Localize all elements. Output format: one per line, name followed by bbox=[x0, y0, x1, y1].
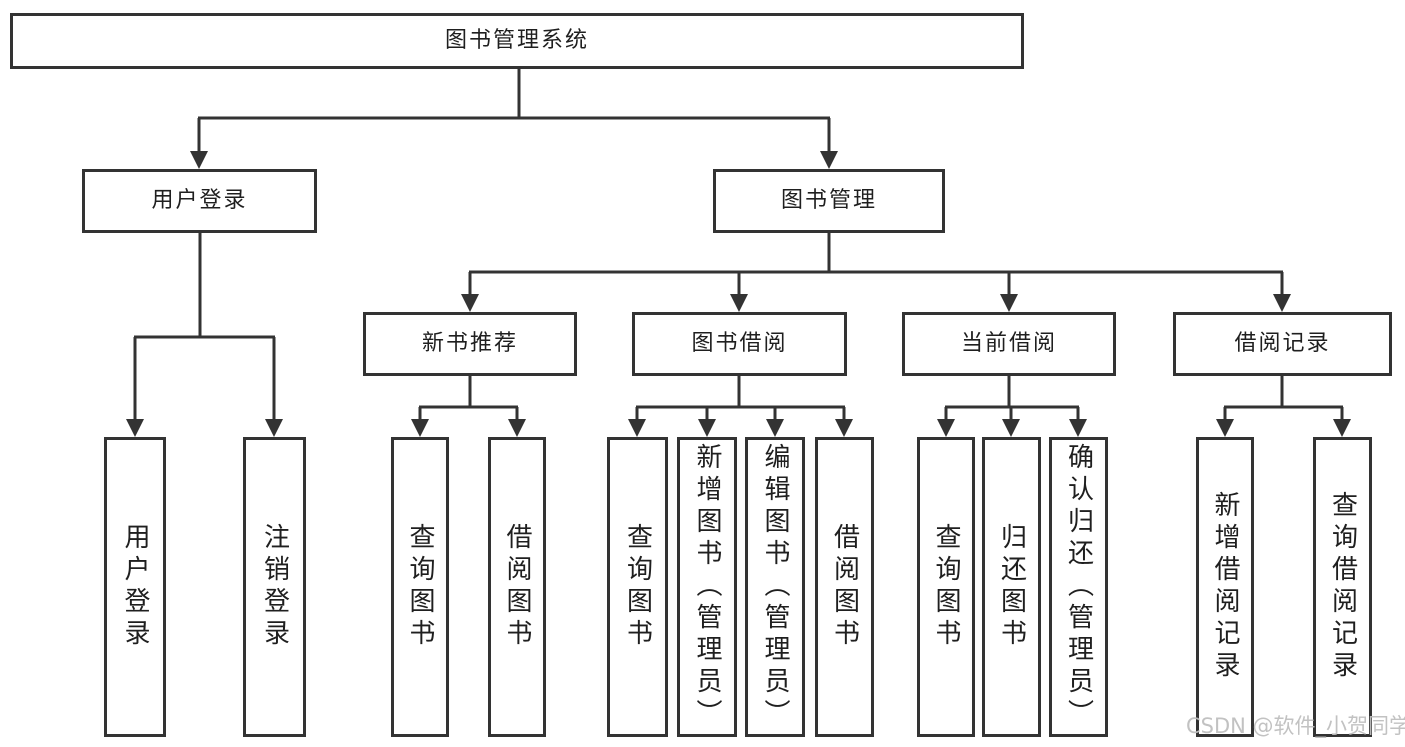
leaf-add-book-admin-label: 新增图书（管理员） bbox=[692, 443, 722, 731]
leaf-confirm-return-admin-label: 确认归还（管理员） bbox=[1063, 443, 1094, 731]
leaf-query-books-borrow-label: 查询图书 bbox=[622, 523, 653, 651]
arrowhead bbox=[1333, 419, 1351, 437]
leaf-logout: 注销登录 bbox=[243, 437, 306, 737]
arrowhead bbox=[698, 419, 716, 437]
arrowhead bbox=[126, 419, 144, 437]
node-user-login-label: 用户登录 bbox=[151, 188, 248, 213]
leaf-user-login-label: 用户登录 bbox=[120, 523, 150, 651]
leaf-add-borrow-record-label: 新增借阅记录 bbox=[1210, 491, 1240, 683]
arrowhead bbox=[730, 294, 748, 312]
leaf-confirm-return-admin: 确认归还（管理员） bbox=[1049, 437, 1108, 737]
arrowhead bbox=[1069, 419, 1087, 437]
arrowhead bbox=[461, 294, 479, 312]
node-root-label: 图书管理系统 bbox=[444, 28, 589, 53]
arrowhead bbox=[190, 151, 208, 169]
leaf-logout-label: 注销登录 bbox=[259, 523, 290, 651]
node-user-login: 用户登录 bbox=[82, 169, 317, 233]
node-book-management-label: 图书管理 bbox=[780, 188, 877, 213]
leaf-borrow-books-label: 借阅图书 bbox=[829, 523, 860, 651]
node-book-borrow: 图书借阅 bbox=[632, 312, 847, 376]
node-borrow-records: 借阅记录 bbox=[1173, 312, 1392, 376]
leaf-query-books-current: 查询图书 bbox=[917, 437, 975, 737]
node-borrow-records-label: 借阅记录 bbox=[1234, 331, 1331, 356]
node-current-borrow: 当前借阅 bbox=[902, 312, 1116, 376]
node-book-management: 图书管理 bbox=[713, 169, 945, 233]
leaf-return-book: 归还图书 bbox=[982, 437, 1041, 737]
leaf-add-book-admin: 新增图书（管理员） bbox=[677, 437, 737, 737]
leaf-query-books-current-label: 查询图书 bbox=[931, 523, 961, 651]
arrowhead bbox=[1273, 294, 1291, 312]
node-current-borrow-label: 当前借阅 bbox=[960, 331, 1057, 356]
leaf-query-books-recommend-label: 查询图书 bbox=[405, 523, 435, 651]
leaf-edit-book-admin: 编辑图书（管理员） bbox=[745, 437, 805, 737]
arrowhead bbox=[411, 419, 429, 437]
leaf-add-borrow-record: 新增借阅记录 bbox=[1196, 437, 1254, 737]
watermark: CSDN @软件_小贺同学 bbox=[1186, 714, 1405, 738]
leaf-user-login: 用户登录 bbox=[104, 437, 166, 737]
node-new-book-recommend-label: 新书推荐 bbox=[421, 331, 518, 356]
leaf-query-borrow-record-label: 查询借阅记录 bbox=[1327, 491, 1358, 683]
node-root: 图书管理系统 bbox=[10, 13, 1024, 69]
arrowhead bbox=[628, 419, 646, 437]
arrowhead bbox=[508, 419, 526, 437]
leaf-return-book-label: 归还图书 bbox=[996, 523, 1027, 651]
arrowhead bbox=[766, 419, 784, 437]
arrowhead bbox=[820, 151, 838, 169]
leaf-edit-book-admin-label: 编辑图书（管理员） bbox=[760, 443, 790, 731]
arrowhead bbox=[265, 419, 283, 437]
leaf-query-books-recommend: 查询图书 bbox=[391, 437, 449, 737]
leaf-borrow-books: 借阅图书 bbox=[815, 437, 874, 737]
arrowhead bbox=[1002, 419, 1020, 437]
arrowhead bbox=[937, 419, 955, 437]
arrowhead bbox=[1216, 419, 1234, 437]
node-book-borrow-label: 图书借阅 bbox=[691, 331, 788, 356]
arrowhead bbox=[1000, 294, 1018, 312]
leaf-query-borrow-record: 查询借阅记录 bbox=[1313, 437, 1372, 737]
leaf-borrow-books-recommend: 借阅图书 bbox=[488, 437, 546, 737]
leaf-query-books-borrow: 查询图书 bbox=[607, 437, 668, 737]
node-new-book-recommend: 新书推荐 bbox=[363, 312, 577, 376]
leaf-borrow-books-recommend-label: 借阅图书 bbox=[502, 523, 532, 651]
arrowhead bbox=[835, 419, 853, 437]
